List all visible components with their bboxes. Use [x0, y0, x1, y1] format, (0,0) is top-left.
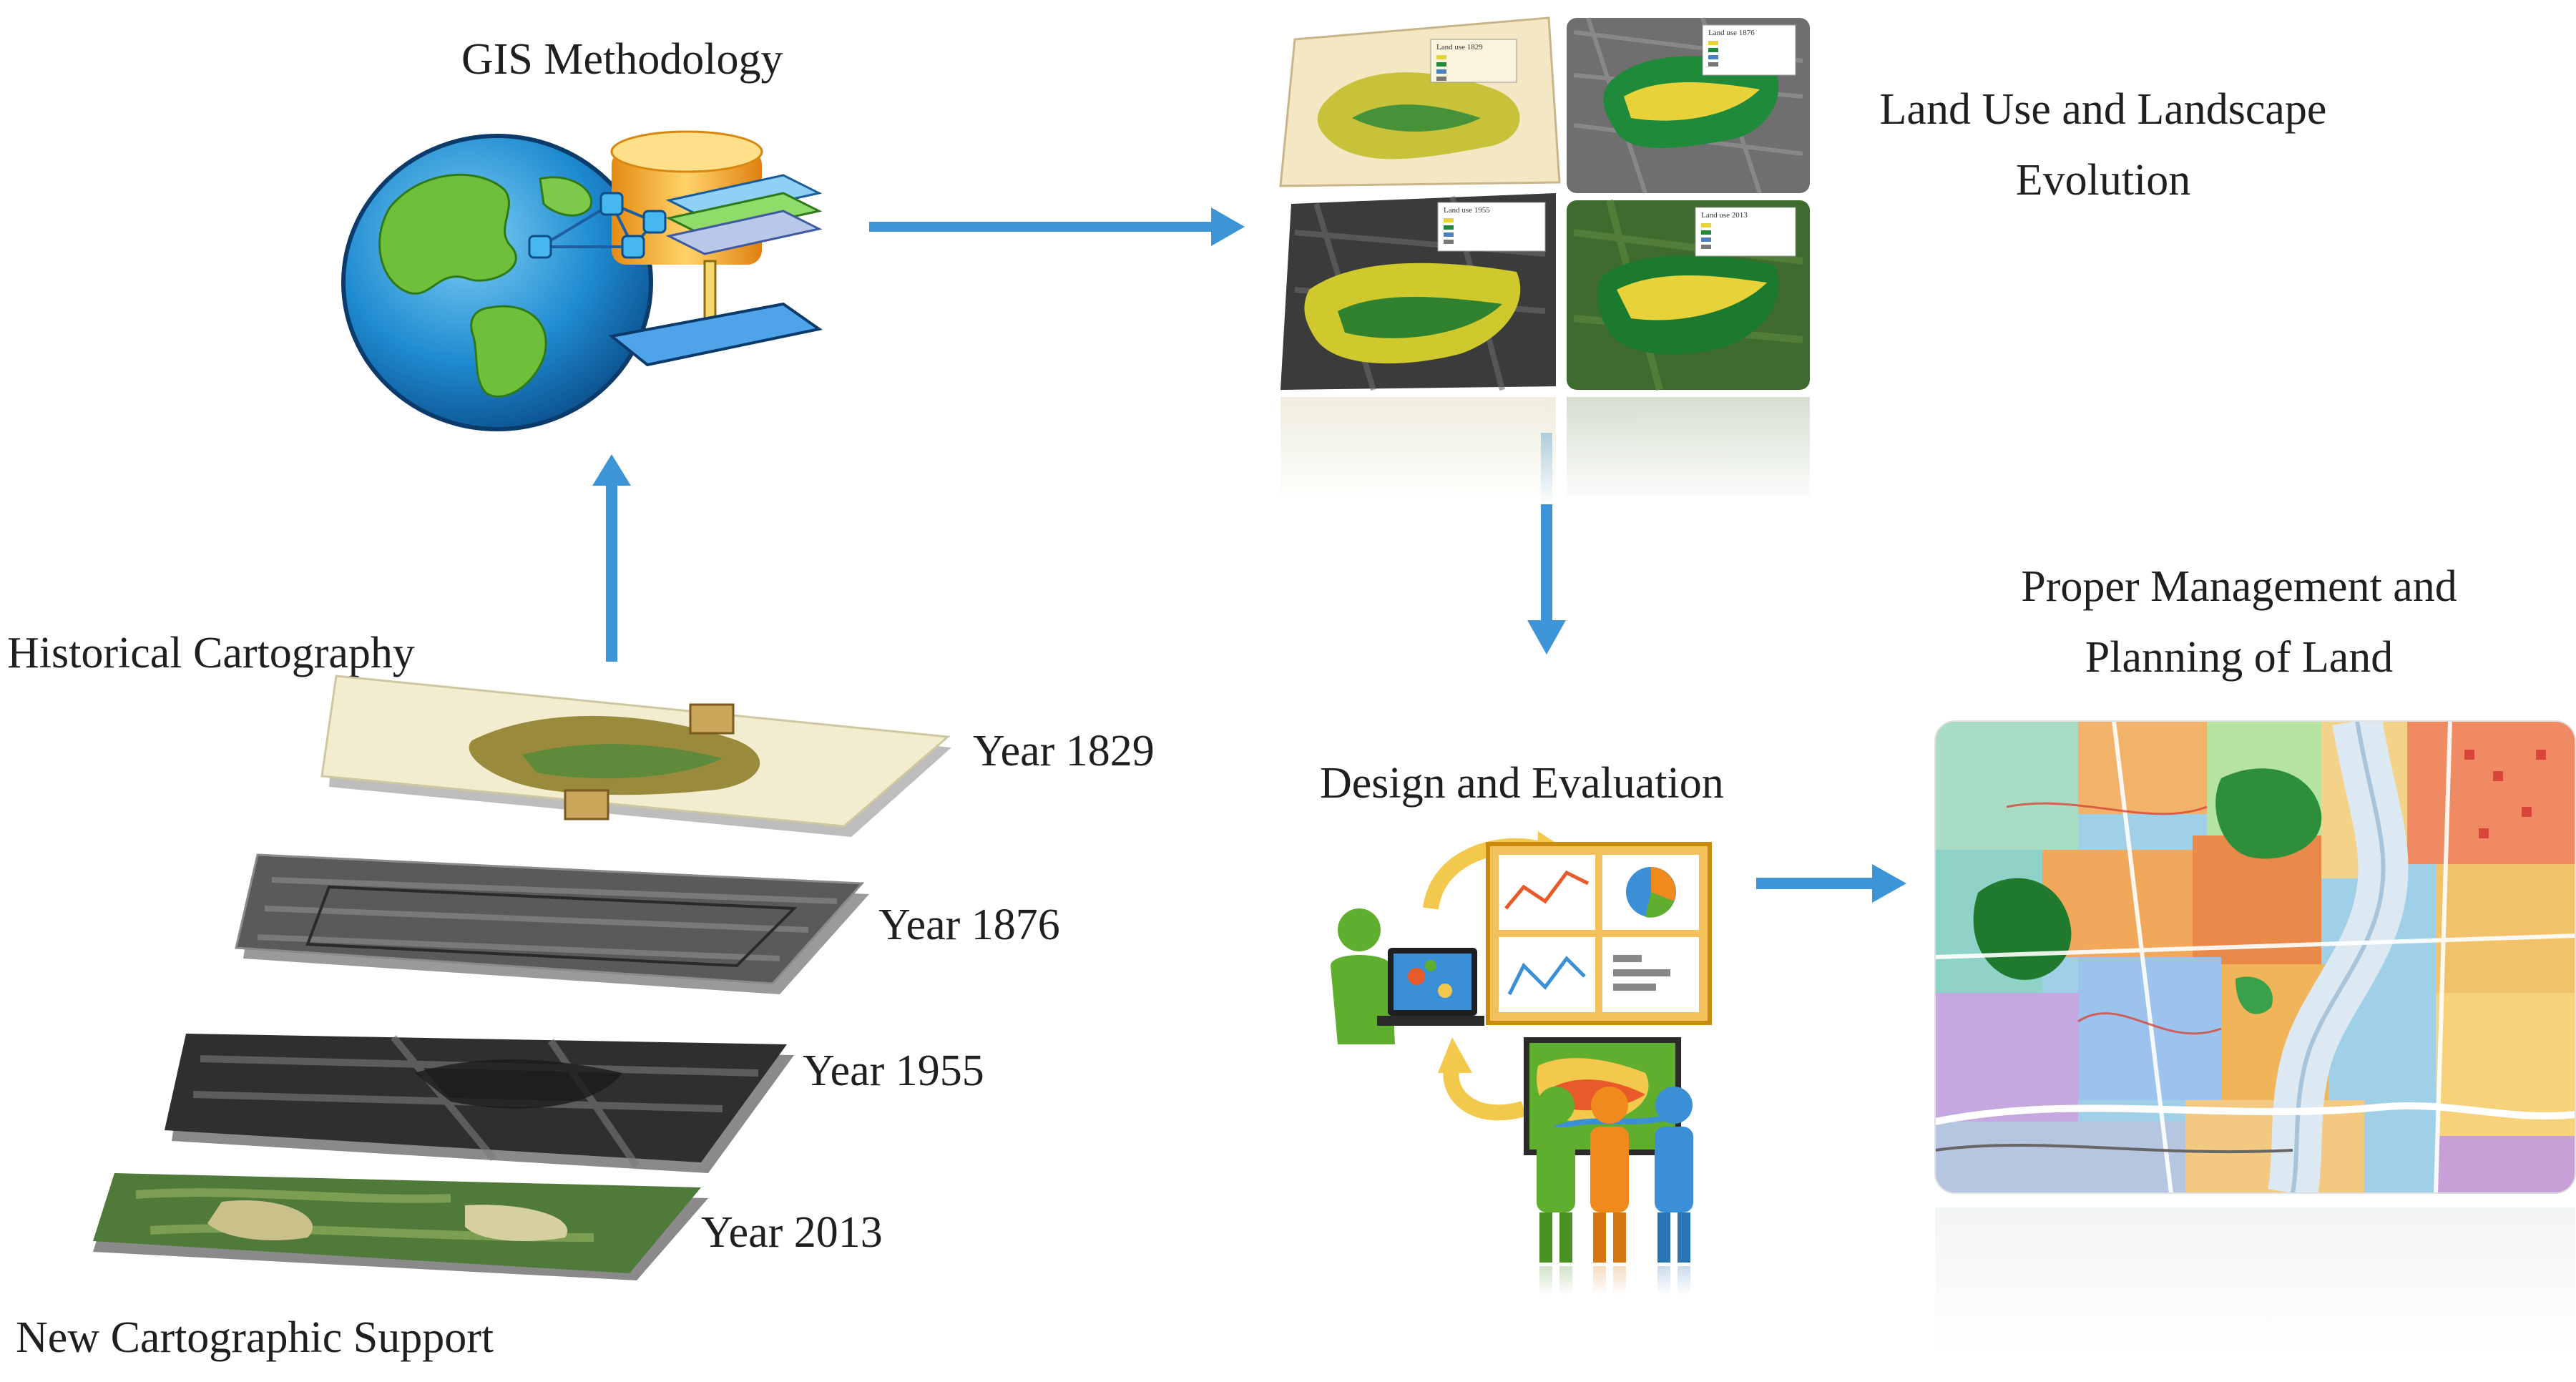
person-orange [1590, 1087, 1629, 1263]
design-evaluation-label: Design and Evaluation [1320, 758, 1724, 809]
design-evaluation-illustration [1309, 823, 1753, 1295]
arrow-up-to-gis [587, 454, 637, 662]
person-green [1537, 1087, 1575, 1263]
arrow-right-to-landuse [869, 202, 1245, 252]
land-planning-map [1935, 721, 2575, 1358]
map-2013: Land use 2013 [1567, 200, 1810, 390]
map-1829-legend-title: Land use 1829 [1436, 43, 1483, 52]
year-1829-label: Year 1829 [973, 726, 1155, 777]
new-cartographic-support-label: New Cartographic Support [16, 1313, 494, 1363]
land-use-maps-grid: Land use 1829 Land use 1876 Land use 195… [1273, 18, 1813, 504]
gis-globe-icon [325, 122, 841, 443]
proper-management-label-line1: Proper Management and [1989, 562, 2489, 612]
map-1955-legend-title: Land use 1955 [1444, 206, 1490, 215]
map-1876-legend-title: Land use 1876 [1708, 29, 1755, 37]
proper-management-label: Proper Management and Planning of Land [1989, 562, 2489, 683]
historical-layers-stack [93, 672, 987, 1280]
proper-management-label-line2: Planning of Land [1989, 632, 2489, 683]
land-use-label-line1: Land Use and Landscape [1853, 84, 2354, 135]
gis-methodology-label: GIS Methodology [461, 34, 783, 85]
land-use-label-line2: Evolution [1853, 155, 2354, 206]
map-1955: Land use 1955 [1280, 193, 1556, 390]
map-1876: Land use 1876 [1567, 18, 1810, 193]
layer-1876 [236, 855, 869, 994]
map-1829: Land use 1829 [1280, 18, 1559, 186]
person-blue [1655, 1087, 1693, 1263]
land-use-label: Land Use and Landscape Evolution [1853, 84, 2354, 206]
layer-1955 [165, 1034, 794, 1173]
arrow-right-to-planning [1756, 858, 1906, 908]
historical-cartography-label: Historical Cartography [7, 628, 415, 679]
map-2013-legend-title: Land use 2013 [1701, 211, 1748, 220]
layer-2013 [93, 1173, 708, 1280]
layer-1829 [322, 676, 951, 837]
